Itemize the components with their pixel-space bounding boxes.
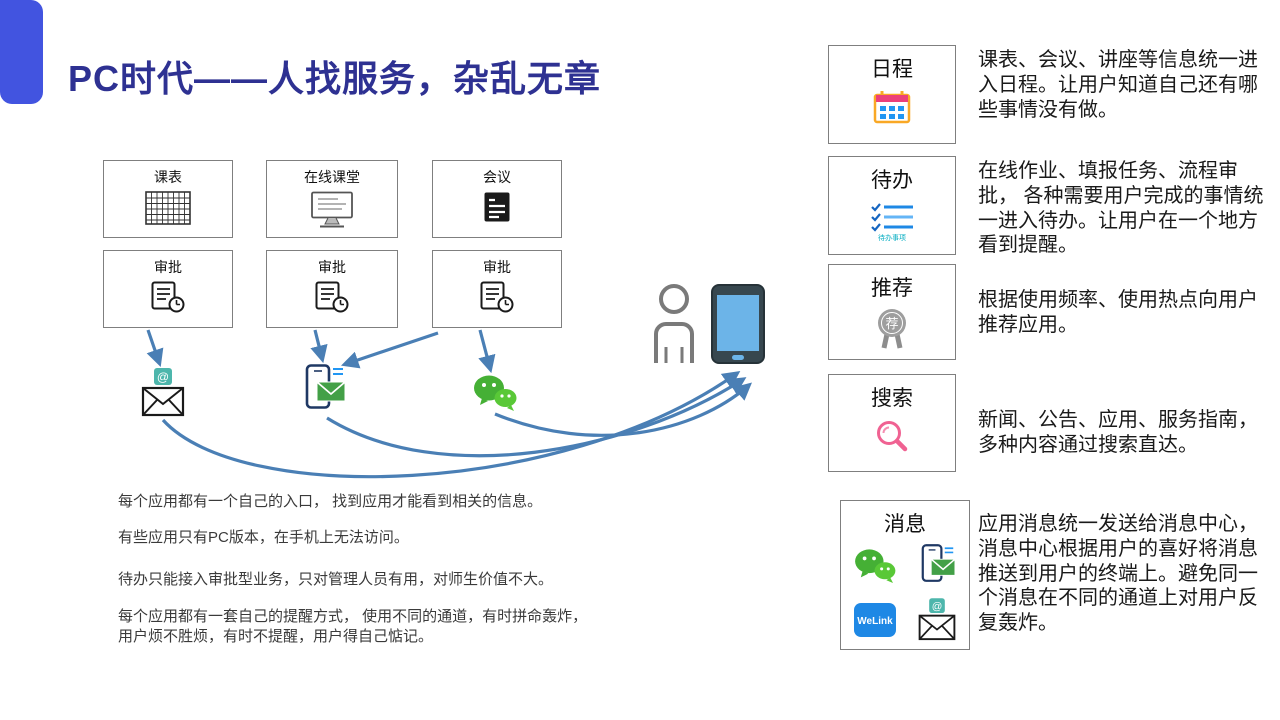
- calendar-icon: [873, 91, 911, 124]
- smartphone-icon: [710, 283, 766, 370]
- wechat-channel-icon: [472, 374, 518, 417]
- feature-box-recommend: 推荐 荐: [828, 264, 956, 360]
- sms-channel-icon: [303, 364, 347, 421]
- search-icon: [877, 421, 908, 452]
- app-box-label: 审批: [154, 259, 182, 275]
- todo-caption: 待办事项: [878, 233, 906, 242]
- at-symbol: @: [932, 602, 943, 613]
- sms-icon: [921, 544, 956, 582]
- feature-desc-search: 新闻、公告、应用、服务指南，多种内容通过搜索直达。: [978, 409, 1258, 456]
- wechat-icon: [855, 549, 896, 584]
- online-class-monitor-icon: [311, 191, 353, 228]
- feature-desc-message: 应用消息统一发送给消息中心，消息中心根据用户的喜好将消息推送到用户的终端上。避免…: [978, 513, 1258, 635]
- arrow-approval2-to-sms: [310, 329, 328, 364]
- at-symbol: @: [157, 370, 169, 384]
- feature-box-search: 搜索: [828, 374, 956, 472]
- arrow-approval3-to-wechat: [478, 329, 496, 374]
- approval-document-icon: [151, 281, 185, 313]
- feature-box-schedule: 日程: [828, 45, 956, 144]
- recommend-medal-icon: 荐: [878, 309, 906, 349]
- arrow-sms-to-phone: [326, 377, 747, 458]
- app-box-approval-1: 审批: [103, 250, 233, 328]
- feature-label: 消息: [884, 513, 926, 536]
- feature-desc-schedule: 课表、会议、讲座等信息统一进入日程。让用户知道自己还有哪些事情没有做。: [978, 49, 1258, 121]
- feature-label: 搜索: [871, 387, 913, 410]
- app-box-timetable: 课表: [103, 160, 233, 238]
- feature-desc-recommend: 根据使用频率、使用热点向用户推荐应用。: [978, 289, 1258, 336]
- feature-label: 推荐: [871, 277, 913, 300]
- app-box-label: 审批: [318, 259, 346, 275]
- welink-label: WeLink: [857, 616, 893, 627]
- app-box-approval-3: 审批: [432, 250, 562, 328]
- welink-icon: WeLink: [854, 603, 896, 637]
- timetable-grid-icon: [145, 191, 191, 225]
- app-box-label: 会议: [483, 169, 511, 185]
- app-box-label: 审批: [483, 259, 511, 275]
- feature-box-message: 消息 WeLink: [840, 500, 970, 650]
- arrow-approval1-to-email: [146, 329, 164, 367]
- recommend-badge-text: 荐: [885, 316, 898, 331]
- email-icon: @: [918, 598, 956, 641]
- person-icon: [643, 283, 705, 370]
- app-box-online-class: 在线课堂: [266, 160, 398, 238]
- note-entry-point: 每个应用都有一个自己的入口， 找到应用才能看到相关的信息。: [118, 493, 543, 510]
- feature-box-todo: 待办 待办事项: [828, 156, 956, 255]
- app-box-meeting: 会议: [432, 160, 562, 238]
- app-box-approval-2: 审批: [266, 250, 398, 328]
- note-reminder-chaos: 每个应用都有一套自己的提醒方式， 使用不同的通道，有时拼命轰炸，用户烦不胜烦，有…: [118, 608, 588, 646]
- approval-document-icon: [480, 281, 514, 313]
- todo-checklist-icon: 待办事项: [871, 203, 913, 242]
- feature-label: 待办: [871, 169, 913, 192]
- email-channel-icon: @: [140, 368, 186, 423]
- arrow-email-to-phone: [161, 370, 741, 479]
- arrow-approval3-to-sms: [340, 331, 439, 369]
- page-title: PC时代——人找服务，杂乱无章: [68, 58, 602, 99]
- feature-desc-todo: 在线作业、填报任务、流程审批， 各种需要用户完成的事情统一进入待办。让用户在一个…: [978, 160, 1264, 257]
- note-pc-only: 有些应用只有PC版本，在手机上无法访问。: [118, 529, 409, 546]
- app-box-label: 课表: [154, 169, 182, 185]
- arrow-wechat-to-phone: [494, 382, 752, 437]
- approval-document-icon: [315, 281, 349, 313]
- note-todo-limited: 待办只能接入审批型业务，只对管理人员有用，对师生价值不大。: [118, 571, 554, 588]
- meeting-document-icon: [484, 192, 510, 222]
- app-box-label: 在线课堂: [304, 169, 360, 185]
- message-channel-icons: WeLink @: [853, 544, 957, 642]
- feature-label: 日程: [871, 58, 913, 81]
- accent-shape: [0, 0, 43, 104]
